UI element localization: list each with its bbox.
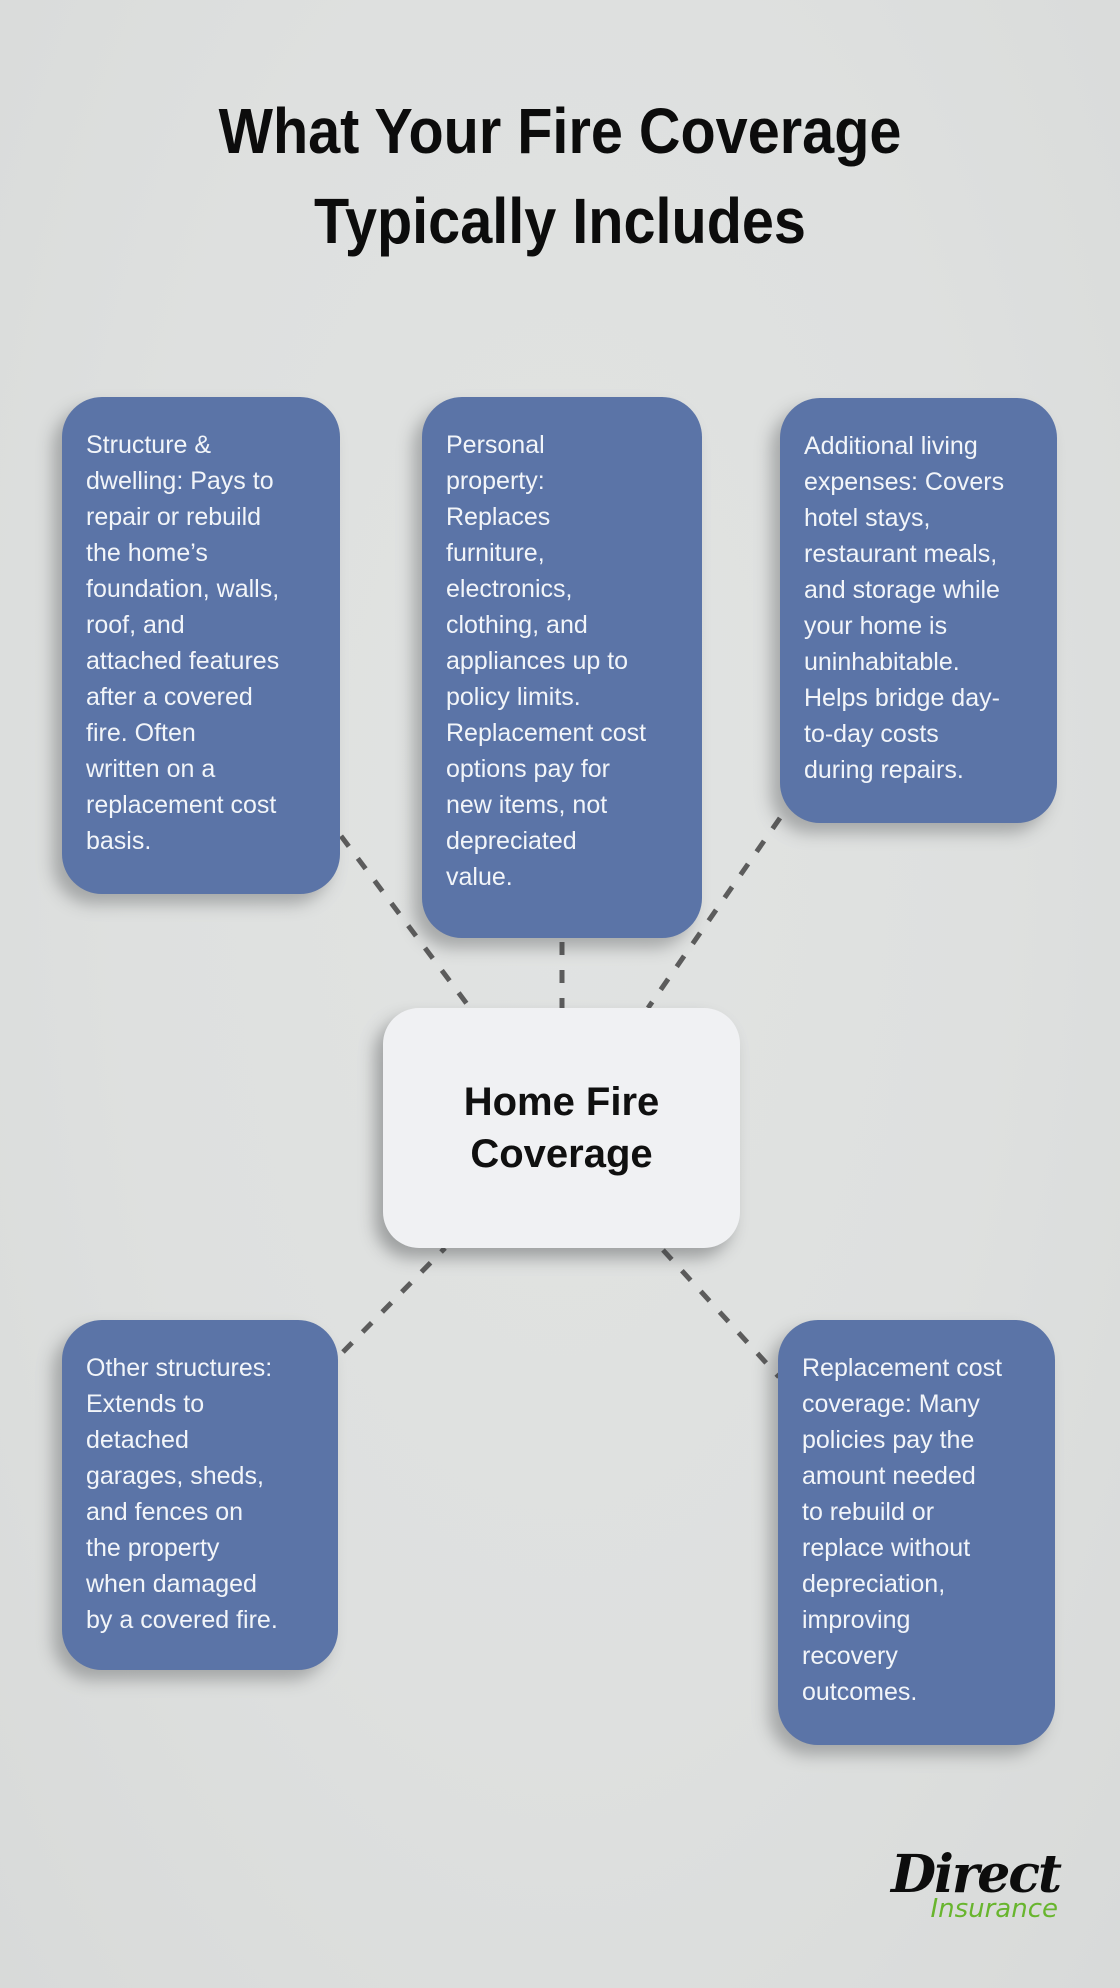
center-node-home-fire-coverage: Home Fire Coverage [383,1008,740,1248]
connector-additional-living-expenses [645,816,783,1010]
node-additional-living-expenses: Additional living expenses: Covers hotel… [780,398,1057,823]
brand-logo: Direct Insurance [890,1844,1062,1924]
page-title: What Your Fire Coverage Typically Includ… [218,95,902,257]
connector-other-structures [341,1246,447,1354]
node-other-structures: Other structures: Extends to detached ga… [62,1320,338,1670]
connector-structure-dwelling [339,834,472,1010]
node-replacement-cost-coverage: Replacement cost coverage: Many policies… [778,1320,1055,1745]
brand-logo-tagline: Insurance [930,1894,1058,1924]
node-personal-property: Personal property: Replaces furniture, e… [422,397,702,938]
brand-logo-name: Direct [890,1844,1062,1905]
node-structure-dwelling: Structure & dwelling: Pays to repair or … [62,397,340,894]
connector-replacement-cost-coverage [661,1248,781,1379]
